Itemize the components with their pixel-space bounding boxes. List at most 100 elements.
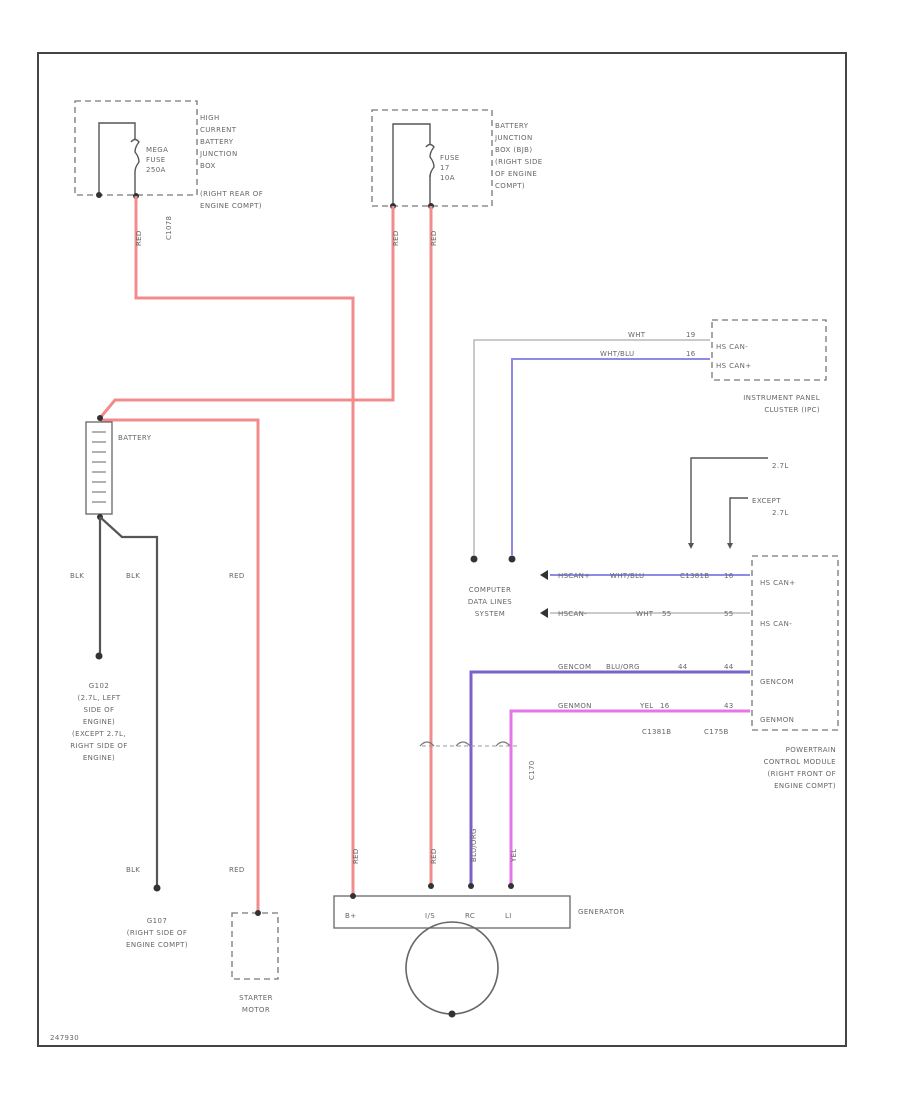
g107-label: G107 (147, 917, 167, 925)
generator-terminal (508, 883, 514, 889)
high-current-bjb: MEGA FUSE 250A HIGH CURRENT BATTERY JUNC… (74, 100, 263, 240)
g102-desc: ENGINE) (83, 718, 115, 726)
red-wire-mega-fuse-to-generator (134, 196, 355, 895)
ipc-pin-label: HS CAN- (716, 343, 748, 351)
hcbjb-desc: JUNCTION (199, 150, 238, 158)
bjb-desc: OF ENGINE (495, 170, 537, 178)
pcm-pin-number: 55 (724, 610, 734, 618)
mega-fuse-symbol (130, 138, 140, 173)
g102-desc: (2.7L, LEFT (77, 694, 120, 702)
mega-fuse-label: FUSE (146, 156, 166, 164)
pcm-pin-number: 44 (678, 663, 688, 671)
data-link-label: COMPUTER (469, 586, 512, 594)
fuse-17-label: FUSE (440, 154, 460, 162)
fuse-17-outline (392, 123, 431, 206)
connector-label: C175B (704, 728, 729, 736)
variant-label: 2.7L (772, 462, 789, 470)
generator-terminal-label: RC (465, 912, 475, 920)
ipc-desc: CLUSTER (IPC) (764, 406, 820, 414)
g102-label: G102 (89, 682, 109, 690)
data-link-terminal (470, 555, 478, 563)
signal-label: HSCAN- (558, 610, 587, 618)
wire-color-label: BLK (126, 866, 140, 874)
red-wire-bjb-to-battery (98, 206, 395, 419)
wht-blu-wire-ipc-hs-can-plus (511, 358, 710, 555)
signal-label: HSCAN+ (558, 572, 590, 580)
pcm-pin-number: 55 (662, 610, 672, 618)
pcm-pin-number: 44 (724, 663, 734, 671)
pcm-pin-number: 16 (660, 702, 670, 710)
hcbjb-desc: ENGINE COMPT) (200, 202, 262, 210)
battery-body (85, 421, 113, 515)
generator-body (405, 921, 499, 1015)
pcm-pin-label: HS CAN- (760, 620, 792, 628)
fuse-17-label: 10A (440, 174, 455, 182)
generator-terminal-label: LI (505, 912, 512, 920)
pcm-box (751, 555, 839, 731)
variant-line-except-2-7l (729, 497, 748, 545)
bjb-desc: JUNCTION (494, 134, 533, 142)
variant-arrow (727, 543, 733, 549)
diagram-frame (37, 52, 847, 1047)
ipc-box (711, 319, 827, 381)
pcm-pin-number: 16 (724, 572, 734, 580)
computer-data-lines: COMPUTER DATA LINES SYSTEM (468, 555, 516, 618)
pcm-pin-label: GENCOM (760, 678, 794, 686)
signal-label: GENCOM (558, 663, 591, 671)
wire-color-label: YEL (639, 702, 654, 710)
battery-label: BATTERY (118, 434, 152, 442)
ipc-pin-label: HS CAN+ (716, 362, 752, 370)
fuse-17-label: 17 (440, 164, 450, 172)
wire-color-label: RED (229, 572, 245, 580)
wire-color-label: RED (135, 230, 143, 246)
mega-fuse-label: MEGA (146, 146, 168, 154)
bjb-desc: COMPT) (495, 182, 525, 190)
wire-color-label: RED (430, 848, 438, 864)
g102-desc: ENGINE) (83, 754, 115, 762)
ipc-pin-number: 16 (686, 350, 696, 358)
signal-label: GENMON (558, 702, 592, 710)
mega-fuse-label: 250A (146, 166, 166, 174)
wire-color-label: BLK (70, 572, 84, 580)
generator-ground-point (448, 1010, 456, 1018)
hcbjb-desc: (RIGHT REAR OF (200, 190, 263, 198)
connector-label-c1078: C1078 (165, 216, 173, 240)
variant-line-2-7l (690, 457, 768, 545)
powertrain-control-module: HSCAN+ WHT/BLU C1381B HSCAN- WHT 55 16 5… (540, 555, 839, 790)
generator: B+ I/S RC LI GENERATOR (333, 883, 625, 1018)
pcm-pin-label: GENMON (760, 716, 794, 724)
generator-terminal (350, 893, 356, 899)
generator-label: GENERATOR (578, 908, 625, 916)
blu-org-wire-gencom (469, 670, 750, 885)
red-wire-battery-to-starter (100, 418, 260, 913)
starter-motor: STARTER MOTOR (231, 910, 279, 1014)
hcbjb-desc: HIGH (200, 114, 220, 122)
hcbjb-desc: CURRENT (200, 126, 237, 134)
data-link-label: DATA LINES (468, 598, 512, 606)
g102-ground-point (95, 652, 103, 660)
g107-desc: (RIGHT SIDE OF (127, 929, 188, 937)
data-link-terminal (508, 555, 516, 563)
blk-wire-to-g107 (99, 516, 159, 888)
generator-signal-wires: GENCOM BLU/ORG 44 44 GENMON YEL 16 43 C1… (419, 663, 750, 885)
wire-color-label: RED (430, 230, 438, 246)
wire-color-label: RED (352, 848, 360, 864)
pcm-desc: CONTROL MODULE (764, 758, 836, 766)
pcm-pin-number: 43 (724, 702, 734, 710)
generator-terminal-label: I/S (425, 912, 435, 920)
generator-terminal (428, 883, 434, 889)
bjb: FUSE 17 10A BATTERY JUNCTION BOX (BJB) (… (371, 109, 542, 209)
battery: BATTERY (85, 415, 152, 520)
ground-wires: BLK BLK BLK G102 (2.7L, LEFT SIDE OF ENG… (70, 516, 188, 949)
g102-desc: (EXCEPT 2.7L, (72, 730, 126, 738)
wire-color-label: BLU/ORG (470, 828, 478, 862)
hcbjb-desc: BOX (200, 162, 216, 170)
g107-desc: ENGINE COMPT) (126, 941, 188, 949)
wire-color-label: BLK (126, 572, 140, 580)
wht-wire-ipc-hs-can-minus (473, 339, 710, 555)
pcm-desc: ENGINE COMPT) (774, 782, 836, 790)
starter-label: MOTOR (242, 1006, 270, 1014)
wire-color-label: WHT/BLU (610, 572, 644, 580)
wire-color-label: WHT (628, 331, 646, 339)
high-current-bjb-box (74, 100, 198, 196)
